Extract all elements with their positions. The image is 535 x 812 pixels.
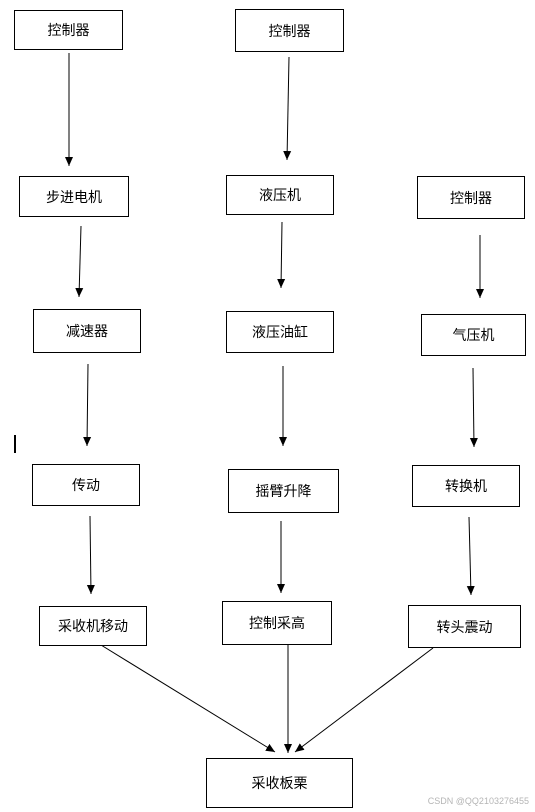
node-harvest-chestnut: 采收板栗: [206, 758, 353, 808]
arrow-ctrl-b-to-hydraulic-machine: [283, 56, 292, 161]
node-transmission: 传动: [32, 464, 140, 506]
arrow-reducer-to-transmission: [83, 363, 92, 447]
text-cursor: [14, 435, 16, 453]
arrow-head-vibrate-to-board: [294, 647, 434, 753]
arrow-hydraulic-machine-to-cylinder: [277, 221, 286, 289]
node-hydraulic-cylinder: 液压油缸: [226, 311, 334, 353]
arrow-stepper-to-reducer: [75, 225, 84, 298]
node-head-vibrate: 转头震动: [408, 605, 521, 648]
node-hydraulic-machine: 液压机: [226, 175, 334, 215]
node-air-compressor: 气压机: [421, 314, 526, 356]
node-controller-2: 控制器: [235, 9, 344, 52]
node-reducer: 减速器: [33, 309, 141, 353]
node-controller-1: 控制器: [14, 10, 123, 50]
node-converter: 转换机: [412, 465, 520, 507]
arrow-converter-to-head-vibrate: [466, 516, 475, 596]
node-controller-3: 控制器: [417, 176, 525, 219]
arrow-harvester-move-to-board: [100, 644, 276, 753]
arrow-air-compressor-to-converter: [469, 367, 478, 448]
node-arm-lift: 摇臂升降: [228, 469, 339, 513]
node-harvester-move: 采收机移动: [39, 606, 147, 646]
node-stepper-motor: 步进电机: [19, 176, 129, 217]
arrow-transmission-to-harvester-move: [86, 515, 95, 595]
node-control-height: 控制采高: [222, 601, 332, 645]
watermark: CSDN @QQ2103276455: [427, 796, 529, 806]
